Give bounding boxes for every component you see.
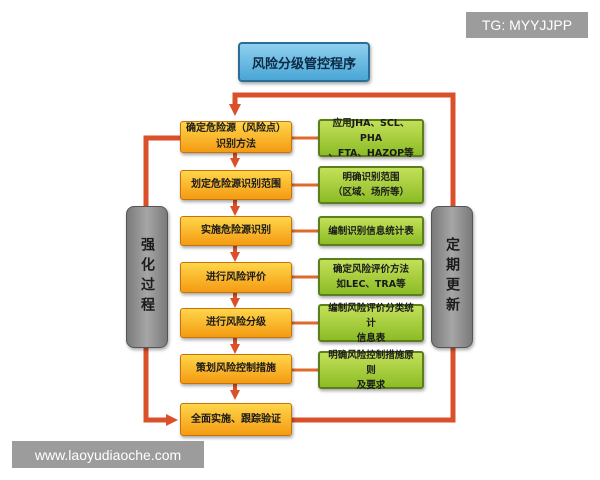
step-1: 确定危险源（风险点） 识别方法 <box>180 121 292 153</box>
website-watermark: www.laoyudiaoche.com <box>12 441 204 468</box>
note-6: 明确风险控制措施原则及要求 <box>318 349 424 391</box>
step-1-line2: 识别方法 <box>216 139 256 150</box>
right-loop-arrow <box>229 92 456 423</box>
step-2: 划定危险源识别范围 <box>180 170 292 200</box>
note-5: 编制风险评价分类统计信息表 <box>318 302 424 344</box>
note-2-line2: （区域、场所等） <box>332 187 409 198</box>
note-4: 确定风险评价方法如LEC、TRA等 <box>318 258 424 296</box>
note-5-line2: 信息表 <box>356 332 386 344</box>
step-4: 进行风险评价 <box>180 262 292 293</box>
side-label-strengthen: 强化过程 <box>126 206 168 348</box>
step-6: 策划风险控制措施 <box>180 354 292 384</box>
side-label-update: 定期更新 <box>431 206 473 348</box>
step-3: 实施危险源识别 <box>180 216 292 246</box>
note-2: 明确识别范围 （区域、场所等） <box>318 166 424 204</box>
step-5: 进行风险分级 <box>180 308 292 338</box>
note-4-line2: 如LEC、TRA等 <box>336 279 406 290</box>
note-1: 应用JHA、SCL、PHA 、FTA、HAZOP等 <box>318 117 424 159</box>
step-7: 全面实施、跟踪验证 <box>180 403 292 436</box>
tg-watermark: TG: MYYJJPP <box>466 12 588 38</box>
note-1-line2: 、FTA、HAZOP等 <box>328 147 414 159</box>
note-1-line1: 应用JHA、SCL、PHA <box>332 117 410 144</box>
note-4-line1: 确定风险评价方法 <box>332 264 409 275</box>
note-2-line1: 明确识别范围 <box>342 172 400 183</box>
step-1-line1: 确定危险源（风险点） <box>186 123 286 134</box>
note-3: 编制识别信息统计表 <box>318 216 424 246</box>
note-6-line1: 明确风险控制措施原则 <box>328 349 414 376</box>
diagram-title: 风险分级管控程序 <box>238 42 370 82</box>
note-6-line2: 及要求 <box>356 379 386 391</box>
note-5-line1: 编制风险评价分类统计 <box>328 302 414 329</box>
